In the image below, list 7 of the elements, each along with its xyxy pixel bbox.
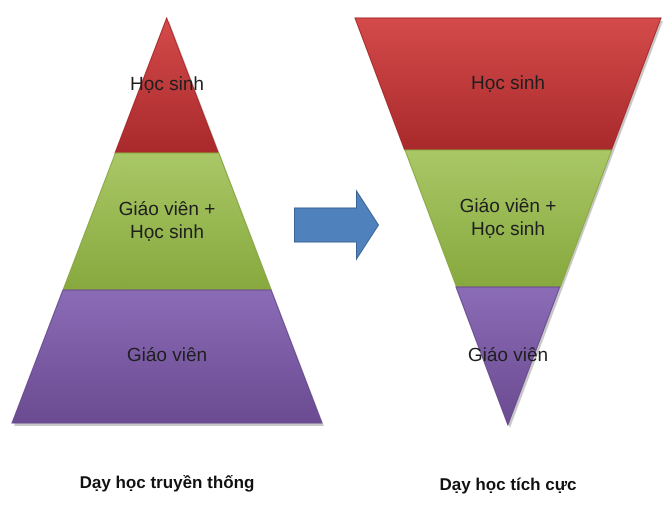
pyramid-caption: Dạy học truyền thống [78, 473, 256, 493]
band-label: Giáo viên + Học sinh [118, 198, 216, 244]
band-label: Giáo viên [126, 345, 208, 368]
pyramid-caption: Dạy học tích cực [438, 475, 578, 495]
band-label: Học sinh [471, 72, 545, 96]
band-label: Giáo viên + Học sinh [458, 196, 558, 242]
block-arrow [294, 189, 380, 261]
